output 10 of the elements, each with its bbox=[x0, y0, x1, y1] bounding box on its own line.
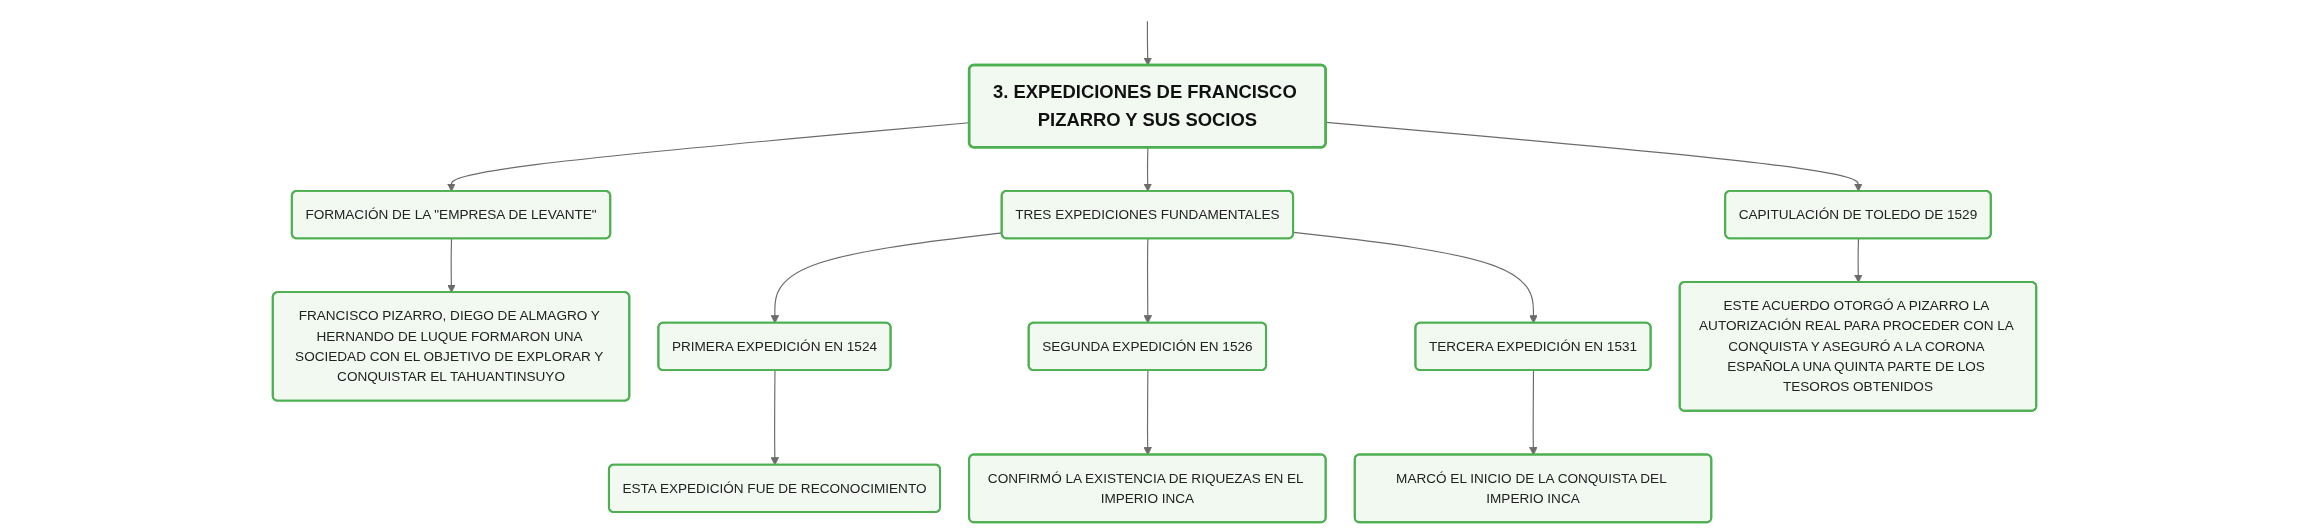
arrow bbox=[447, 238, 456, 293]
arrow bbox=[1143, 147, 1152, 192]
arrow bbox=[1325, 121, 1863, 192]
arrow bbox=[770, 370, 780, 466]
arrow bbox=[770, 232, 1003, 324]
arrow bbox=[1854, 238, 1863, 283]
arrow bbox=[1143, 238, 1153, 324]
arrow bbox=[1529, 370, 1538, 456]
arrow bbox=[1143, 370, 1152, 456]
arrow bbox=[1293, 231, 1538, 324]
